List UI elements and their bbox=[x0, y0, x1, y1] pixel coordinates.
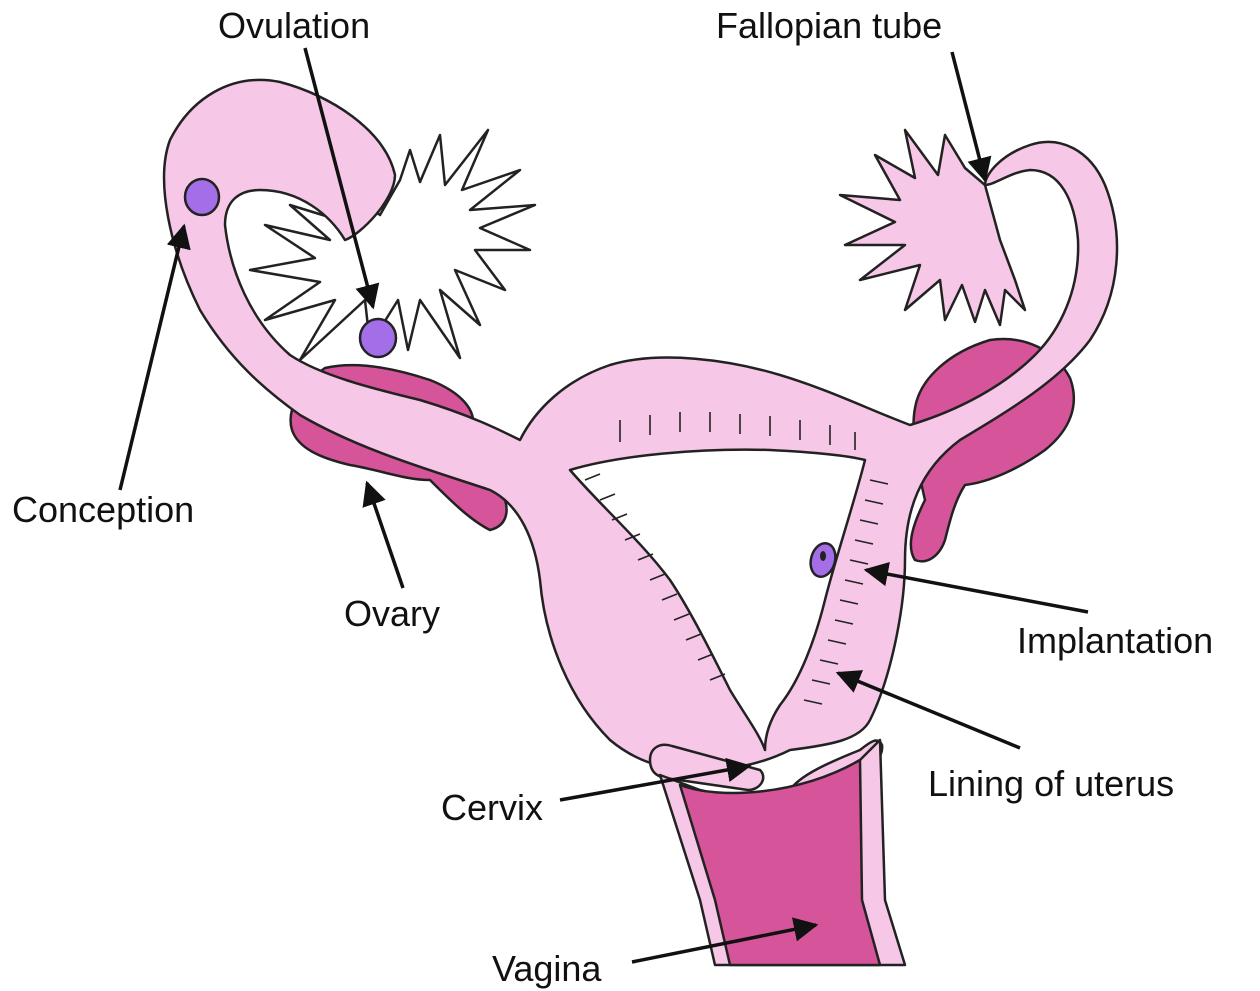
label-conception: Conception bbox=[12, 492, 194, 528]
label-ovary: Ovary bbox=[344, 596, 440, 632]
arrow-conception bbox=[120, 226, 184, 490]
label-vagina: Vagina bbox=[492, 951, 601, 987]
egg-implantation-nucleus bbox=[820, 551, 826, 561]
label-lining-of-uterus: Lining of uterus bbox=[928, 766, 1174, 802]
label-implantation: Implantation bbox=[1017, 623, 1213, 659]
egg-conception bbox=[185, 179, 219, 215]
label-ovulation: Ovulation bbox=[218, 8, 370, 44]
right-fimbriae bbox=[840, 130, 1025, 325]
label-cervix: Cervix bbox=[441, 790, 543, 826]
label-fallopian-tube: Fallopian tube bbox=[716, 8, 942, 44]
arrow-ovary bbox=[367, 483, 403, 588]
egg-ovulation bbox=[360, 319, 396, 357]
